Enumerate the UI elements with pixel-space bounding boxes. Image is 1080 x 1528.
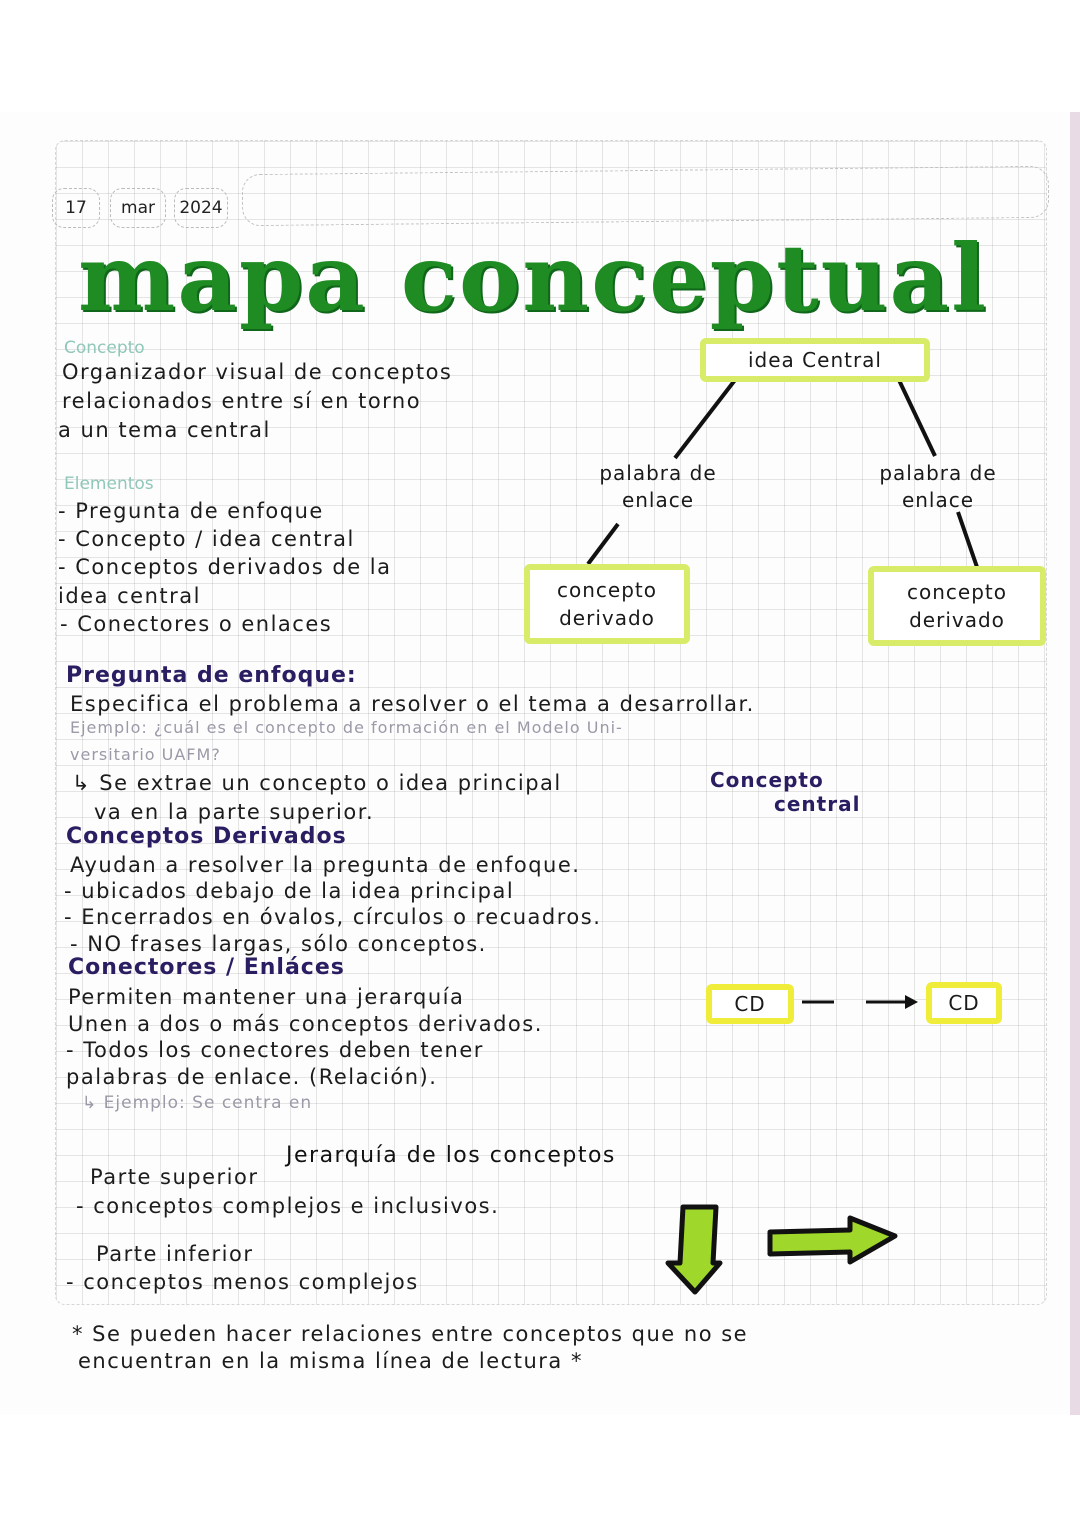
connector-line	[586, 522, 620, 566]
connector-line	[673, 378, 737, 460]
elementos-item: - Concepto / idea central	[58, 527, 355, 551]
jerarquia-sup-line: - conceptos complejos e inclusivos.	[76, 1194, 500, 1218]
jerarquia-heading: Jerarquía de los conceptos	[286, 1143, 616, 1168]
pregunta-note-2: va en la parte superior.	[94, 800, 375, 824]
concepto-line-3: a un tema central	[58, 418, 271, 442]
derivados-line: Ayudan a resolver la pregunta de enfoque…	[70, 853, 581, 877]
elementos-item: - Pregunta de enfoque	[58, 499, 324, 523]
jerarquia-inf-line: - conceptos menos complejos	[66, 1270, 419, 1294]
node-derived-right-line1: concepto	[907, 580, 1007, 604]
concepto-central-label-2: central	[774, 792, 861, 816]
date-year: 2024	[174, 188, 228, 228]
footnote-line-1: * Se pueden hacer relaciones entre conce…	[72, 1322, 749, 1346]
jerarquia-sup-label: Parte superior	[90, 1165, 259, 1189]
derivados-line: - Encerrados en óvalos, círculos o recua…	[64, 905, 602, 929]
arrow-right-icon	[767, 1215, 898, 1265]
concepto-central-label-1: Concepto	[710, 768, 824, 792]
jerarquia-inf-label: Parte inferior	[96, 1242, 254, 1266]
node-derived-left-line2: derivado	[559, 606, 655, 630]
connector-line	[896, 377, 937, 457]
conectores-example: ↳ Ejemplo: Se centra en	[82, 1093, 313, 1113]
conectores-heading: Conectores / Enláces	[68, 955, 345, 980]
derivados-line: - NO frases largas, sólo conceptos.	[70, 932, 487, 956]
cd-arrow-head-icon	[905, 995, 918, 1009]
link-word-left-line1: palabra de	[599, 461, 717, 485]
derivados-heading: Conceptos Derivados	[66, 824, 347, 849]
grid-paper	[55, 140, 1047, 1305]
elementos-label: Elementos	[64, 474, 154, 494]
arrow-down-icon	[665, 1204, 723, 1295]
elementos-item: idea central	[58, 584, 201, 608]
conectores-line: palabras de enlace. (Relación).	[66, 1065, 438, 1089]
notebook-page	[0, 112, 1080, 1415]
concepto-line-2: relacionados entre sí en torno	[62, 389, 422, 413]
node-derived-left-line1: concepto	[557, 578, 657, 602]
derivados-line: - ubicados debajo de la idea principal	[64, 879, 515, 903]
cd-box-right: CD	[926, 982, 1002, 1024]
link-word-right: palabra de enlace	[858, 460, 1018, 514]
elementos-item: - Conectores o enlaces	[60, 612, 333, 636]
elementos-item: - Conceptos derivados de la	[58, 555, 392, 579]
concepto-label: Concepto	[64, 338, 145, 358]
pregunta-example-1: Ejemplo: ¿cuál es el concepto de formaci…	[70, 718, 623, 737]
link-word-left-line2: enlace	[621, 488, 695, 512]
node-idea-central: idea Central	[700, 338, 930, 382]
node-derived-left: concepto derivado	[524, 564, 690, 644]
pregunta-note-1: ↳ Se extrae un concepto o idea principal	[72, 771, 562, 795]
connector-line	[956, 511, 980, 571]
date-day: 17	[52, 188, 100, 228]
footnote-line-2: encuentran en la misma línea de lectura …	[78, 1349, 583, 1373]
node-derived-right-line2: derivado	[909, 608, 1005, 632]
conectores-line: Unen a dos o más conceptos derivados.	[68, 1012, 543, 1036]
pregunta-line: Especifica el problema a resolver o el t…	[70, 692, 755, 716]
date-month: mar	[110, 188, 166, 228]
cd-box-left: CD	[706, 984, 794, 1024]
link-word-right-line2: enlace	[901, 488, 975, 512]
link-word-right-line1: palabra de	[879, 461, 997, 485]
page-title: mapa conceptual	[78, 224, 989, 332]
pregunta-example-2: versitario UAFM?	[70, 745, 221, 764]
concepto-line-1: Organizador visual de conceptos	[62, 360, 453, 384]
conectores-line: - Todos los conectores deben tener	[66, 1038, 484, 1062]
node-derived-right: concepto derivado	[868, 566, 1046, 646]
pregunta-heading: Pregunta de enfoque:	[66, 663, 357, 688]
conectores-line: Permiten mantener una jerarquía	[68, 985, 465, 1009]
link-word-left: palabra de enlace	[578, 460, 738, 514]
